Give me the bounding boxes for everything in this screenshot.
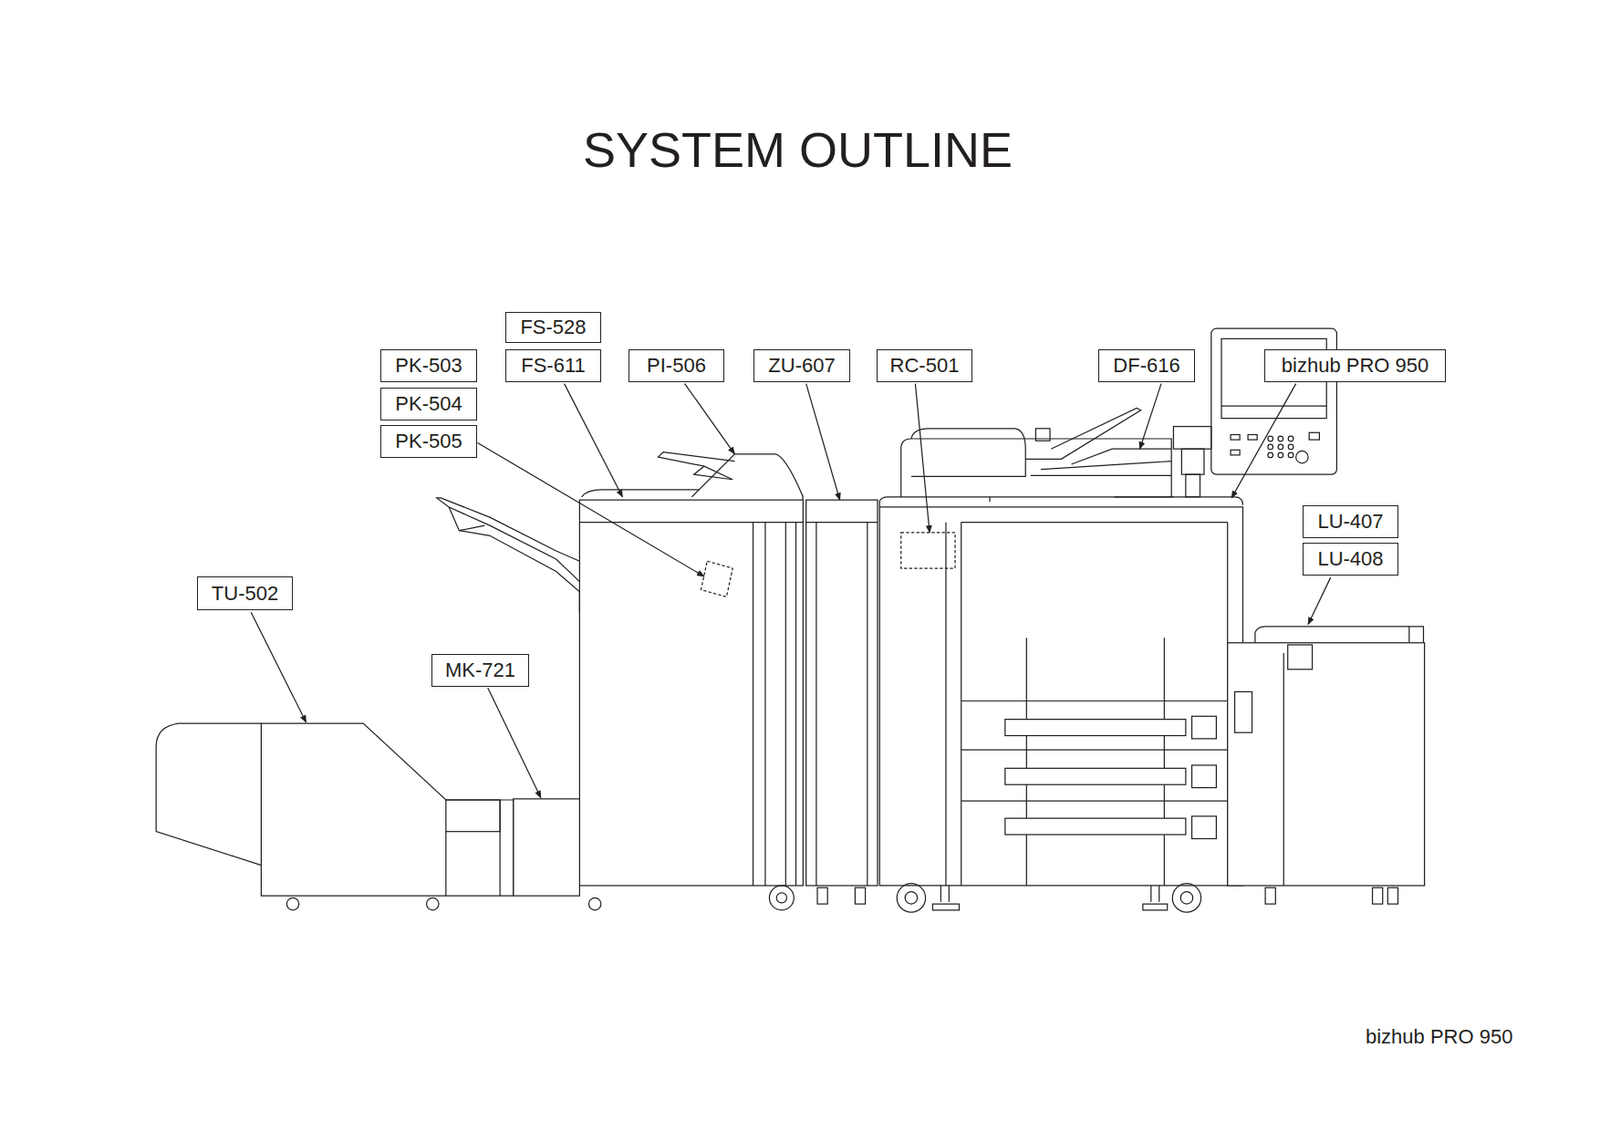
- part-label-box: ZU-607: [753, 349, 851, 383]
- part-label-box: RC-501: [876, 349, 973, 383]
- part-label-box: LU-407: [1302, 505, 1399, 539]
- part-label-box: MK-721: [431, 654, 530, 687]
- model-caption: bizhub PRO 950: [1365, 1025, 1513, 1050]
- part-label-box: PK-503: [380, 349, 478, 383]
- part-name: LU-408: [1317, 549, 1383, 570]
- part-label-box: FS-528: [505, 311, 602, 343]
- part-name: PK-503: [394, 355, 462, 376]
- part-name: MK-721: [445, 660, 516, 681]
- part-name: LU-407: [1317, 511, 1383, 532]
- part-name: DF-616: [1112, 355, 1180, 376]
- page-title: SYSTEM OUTLINE: [582, 121, 1013, 178]
- part-name: RC-501: [890, 355, 960, 376]
- part-name: bizhub PRO 950: [1281, 355, 1429, 376]
- part-label-box: PK-505: [380, 425, 478, 458]
- part-name: ZU-607: [768, 355, 835, 376]
- part-name: PK-505: [394, 431, 462, 452]
- part-label-box: TU-502: [197, 576, 293, 611]
- part-name: PI-506: [646, 355, 707, 376]
- part-name: PK-504: [394, 394, 462, 415]
- part-label-box: PI-506: [628, 349, 725, 383]
- part-name: FS-528: [519, 317, 586, 338]
- part-name: TU-502: [211, 583, 279, 604]
- part-label-box: LU-408: [1302, 542, 1399, 576]
- part-name: FS-611: [520, 355, 586, 376]
- part-label-box: PK-504: [380, 387, 478, 421]
- part-label-box: bizhub PRO 950: [1264, 349, 1446, 383]
- part-label-box: FS-611: [505, 349, 602, 383]
- part-label-box: DF-616: [1098, 349, 1195, 383]
